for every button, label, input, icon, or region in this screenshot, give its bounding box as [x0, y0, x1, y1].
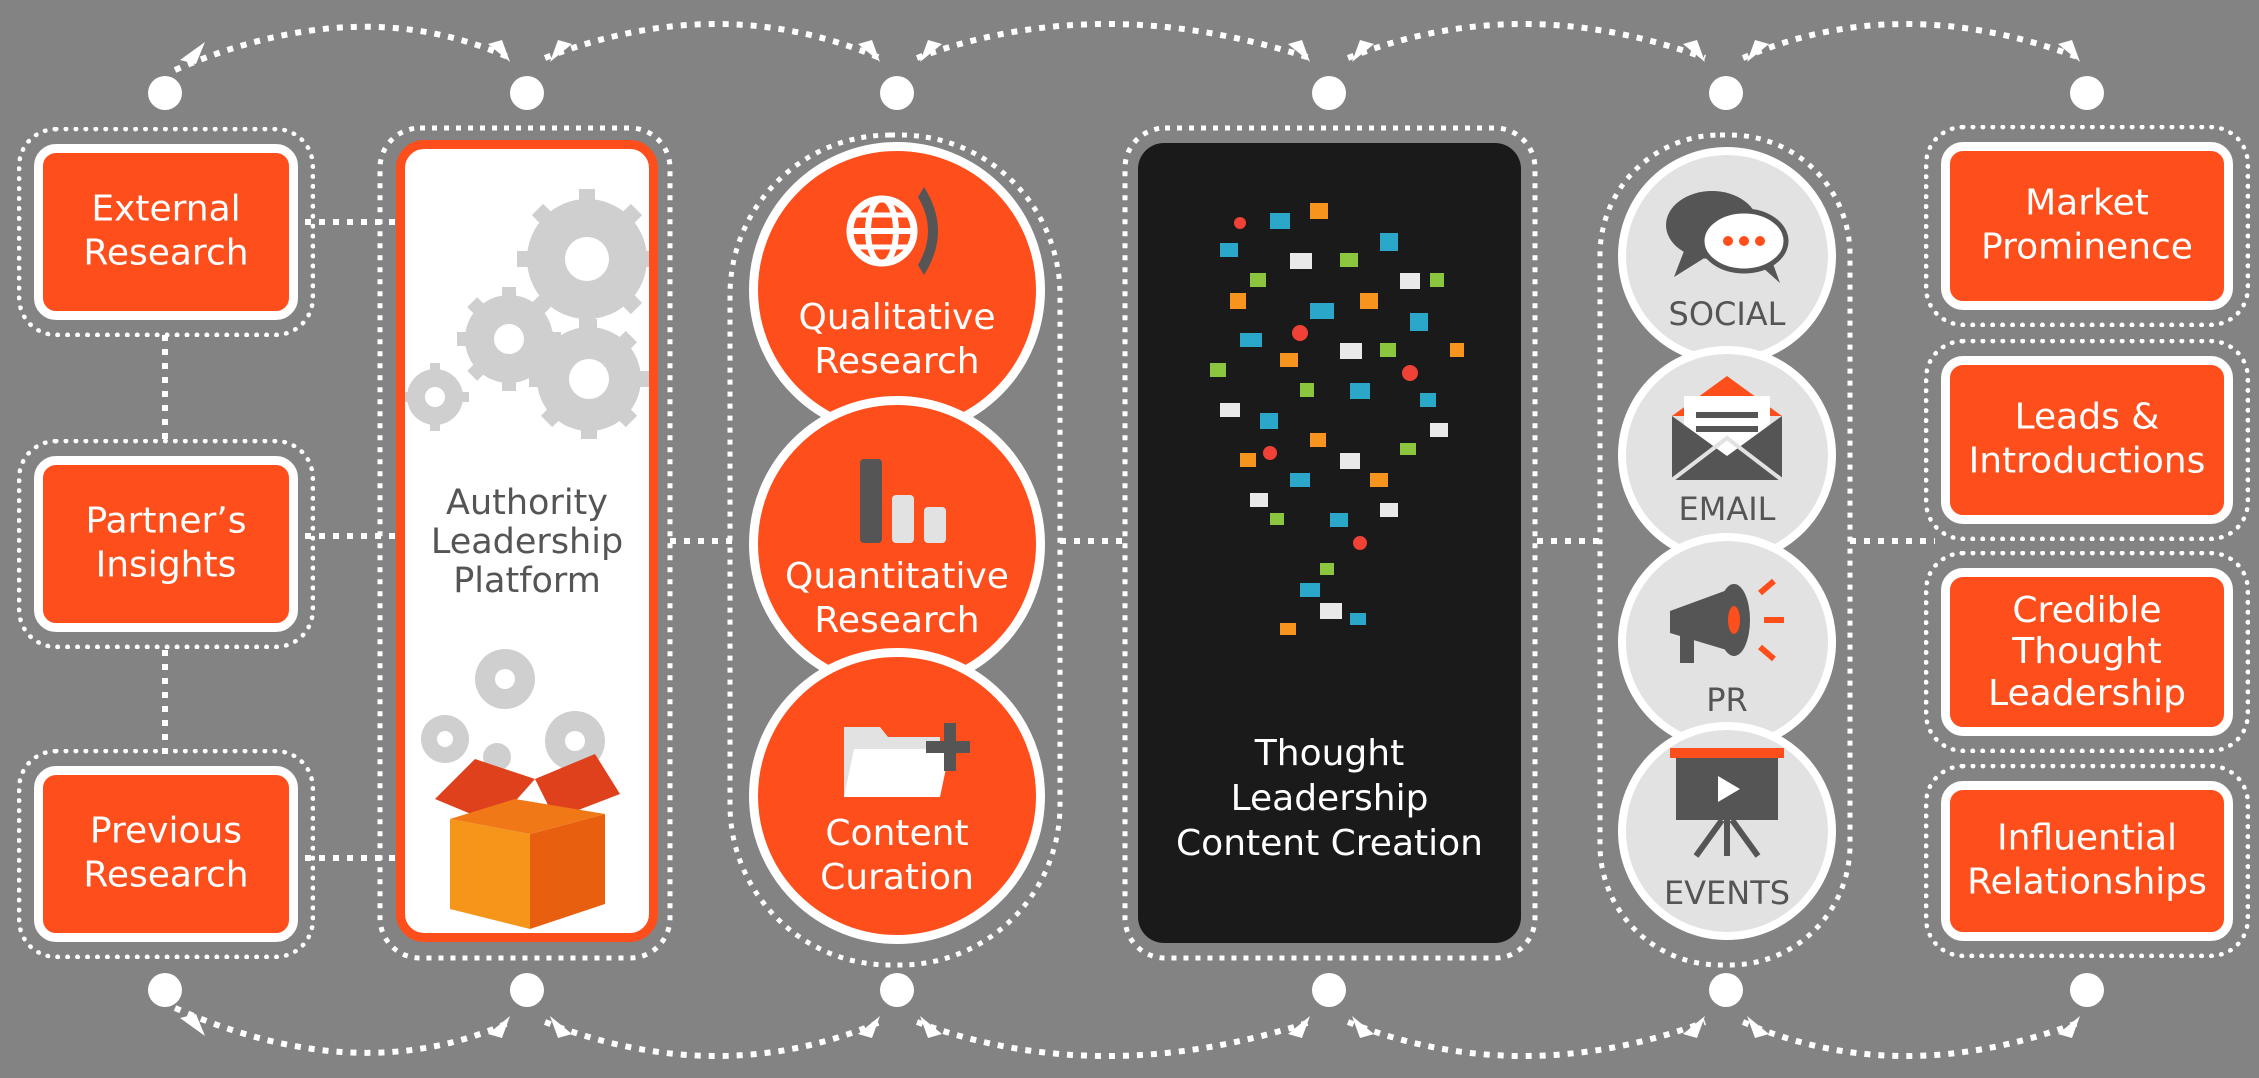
gift-box-icon [421, 649, 620, 929]
input-label-line1: External [91, 188, 241, 230]
channel-circle-events: EVENTS [1618, 722, 1836, 940]
presentation-screen-icon [1670, 748, 1784, 858]
research-label-line1: Quantitative [785, 556, 1009, 597]
research-label-line2: Research [814, 600, 980, 642]
channel-circle-social: SOCIAL [1618, 147, 1836, 365]
channel-label: EVENTS [1663, 874, 1791, 912]
bottom-arc-3 [915, 1019, 1311, 1059]
arrowheads [180, 40, 2080, 1038]
creation-title-line1: Thought [1254, 733, 1405, 774]
outcome-label-line: Leadership [1988, 672, 2186, 714]
junction-dots [148, 76, 2104, 1007]
outcome-label-line: Credible [2012, 589, 2162, 631]
top-arc-1 [173, 23, 512, 73]
platform-title-line2: Leadership [430, 522, 624, 563]
lightbulb-icon [1185, 203, 1475, 635]
input-label-line1: Previous [89, 810, 243, 852]
bottom-arc-2 [543, 1019, 882, 1059]
top-arc-2 [543, 21, 882, 61]
bottom-arc-1 [173, 1005, 512, 1056]
research-label-line1: Content [825, 813, 969, 854]
creation-panel: Thought Leadership Content Creation [1138, 143, 1521, 943]
outcome-label-line: Leads & [2014, 396, 2160, 438]
channel-circle-pr: PR [1618, 533, 1836, 751]
top-arc-4 [1346, 21, 1707, 61]
folder-plus-icon [844, 723, 970, 797]
bottom-arc-5 [1741, 1019, 2082, 1059]
bottom-arc-4 [1346, 1019, 1707, 1059]
research-label-line1: Qualitative [798, 297, 996, 338]
creation-title: Thought Leadership Content Creation [1138, 731, 1521, 866]
outcome-label-line: Prominence [1981, 227, 2193, 268]
outcome-label-line: Market [2025, 182, 2149, 224]
globe-phone-icon [846, 187, 938, 275]
research-label-line2: Curation [820, 857, 974, 899]
research-label-line2: Research [814, 341, 980, 383]
outcome-box-leads-introductions: Leads &Introductions [1924, 339, 2250, 541]
creation-title-line3: Content Creation [1176, 823, 1483, 864]
input-label-line2: Research [83, 233, 249, 274]
megaphone-icon [1670, 578, 1784, 663]
chat-bubbles-icon [1666, 191, 1789, 283]
platform-title-line1: Authority [446, 483, 608, 523]
gears-icon [405, 189, 649, 439]
outcome-label-line: Thought [2012, 631, 2162, 673]
platform-title-line3: Platform [453, 561, 601, 602]
outcome-label-line: Relationships [1967, 862, 2207, 903]
top-arc-5 [1741, 21, 2082, 61]
column-outlines [377, 125, 1853, 968]
platform-panel: Authority Leadership Platform [396, 140, 658, 942]
envelope-icon [1670, 376, 1784, 482]
channel-label: PR [1706, 681, 1748, 719]
platform-title: Authority Leadership Platform [405, 483, 649, 602]
creation-title-line2: Leadership [1230, 778, 1429, 819]
top-arc-3 [915, 21, 1311, 61]
outcome-label-line: Introductions [1968, 441, 2206, 482]
outcome-label-line: Influential [1996, 817, 2178, 859]
input-label-line2: Insights [95, 545, 237, 586]
channel-circle-email: EMAIL [1618, 346, 1836, 564]
input-label-line1: Partner’s [85, 500, 247, 542]
input-label-line2: Research [83, 855, 249, 896]
bar-chart-icon [860, 459, 946, 543]
channel-label: SOCIAL [1668, 295, 1786, 333]
channel-label: EMAIL [1678, 490, 1776, 528]
